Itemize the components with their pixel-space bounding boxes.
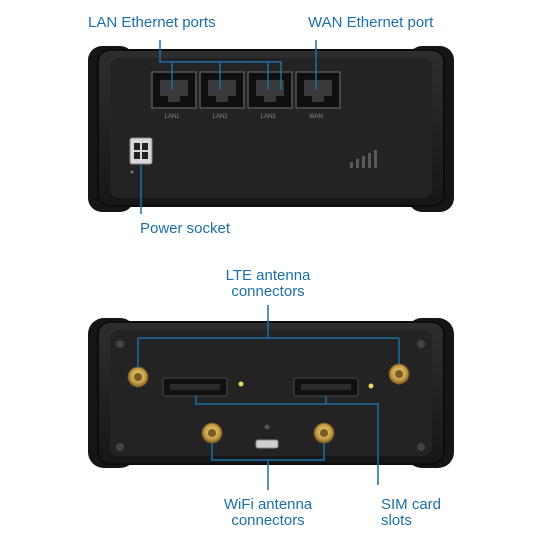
label-sim-line-2: slots [381,512,412,529]
reset-button [264,424,270,430]
label-wifi-antenna-connectors: WiFi antenna connectors [168,497,368,529]
ethernet-port-lan2 [199,71,245,109]
ethernet-port-lan3 [247,71,293,109]
led-indicator [238,381,244,387]
screw-icon [116,340,124,348]
ethernet-port-wan [295,71,341,109]
port-label-lan1: LAN1 [164,114,180,120]
lte-antenna-connector-1 [127,366,149,388]
lte-antenna-connector-2 [388,363,410,385]
callout-wifi [211,443,325,490]
ethernet-port-lan1 [151,71,197,109]
label-sim-line-1: SIM card [381,496,442,513]
label-sim-card-slots: SIM card slots [381,497,441,529]
label-lan-ethernet-ports: LAN Ethernet ports [88,14,216,31]
label-lte-line-1: LTE antenna [225,267,311,284]
power-socket [129,137,153,165]
sim-card-slot-2 [293,377,359,397]
router-front-view: LAN1 LAN2 LAN3 WAN [88,40,454,214]
callout-lte [137,305,400,368]
label-lte-antenna-connectors: LTE antenna connectors [168,268,368,300]
label-lte-line-2: connectors [231,283,305,300]
wifi-antenna-connector-1 [201,422,223,444]
callout-sim [195,396,379,485]
callout-lan [159,40,282,90]
led-indicator [368,383,374,389]
screw-icon [417,443,425,451]
port-label-lan2: LAN2 [212,114,228,120]
screw-icon [417,340,425,348]
signal-strength-icon [350,150,377,168]
sim-card-slot-1 [162,377,228,397]
router-rear-view [88,305,454,490]
screw-icon [116,443,124,451]
port-label-wan: WAN [309,114,323,120]
label-wan-ethernet-port: WAN Ethernet port [308,14,434,31]
label-wifi-line-1: WiFi antenna [223,496,313,513]
port-label-lan3: LAN3 [260,114,276,120]
usb-port [255,439,279,449]
label-power-socket: Power socket [140,220,231,237]
wifi-antenna-connector-2 [313,422,335,444]
label-wifi-line-2: connectors [231,512,305,529]
